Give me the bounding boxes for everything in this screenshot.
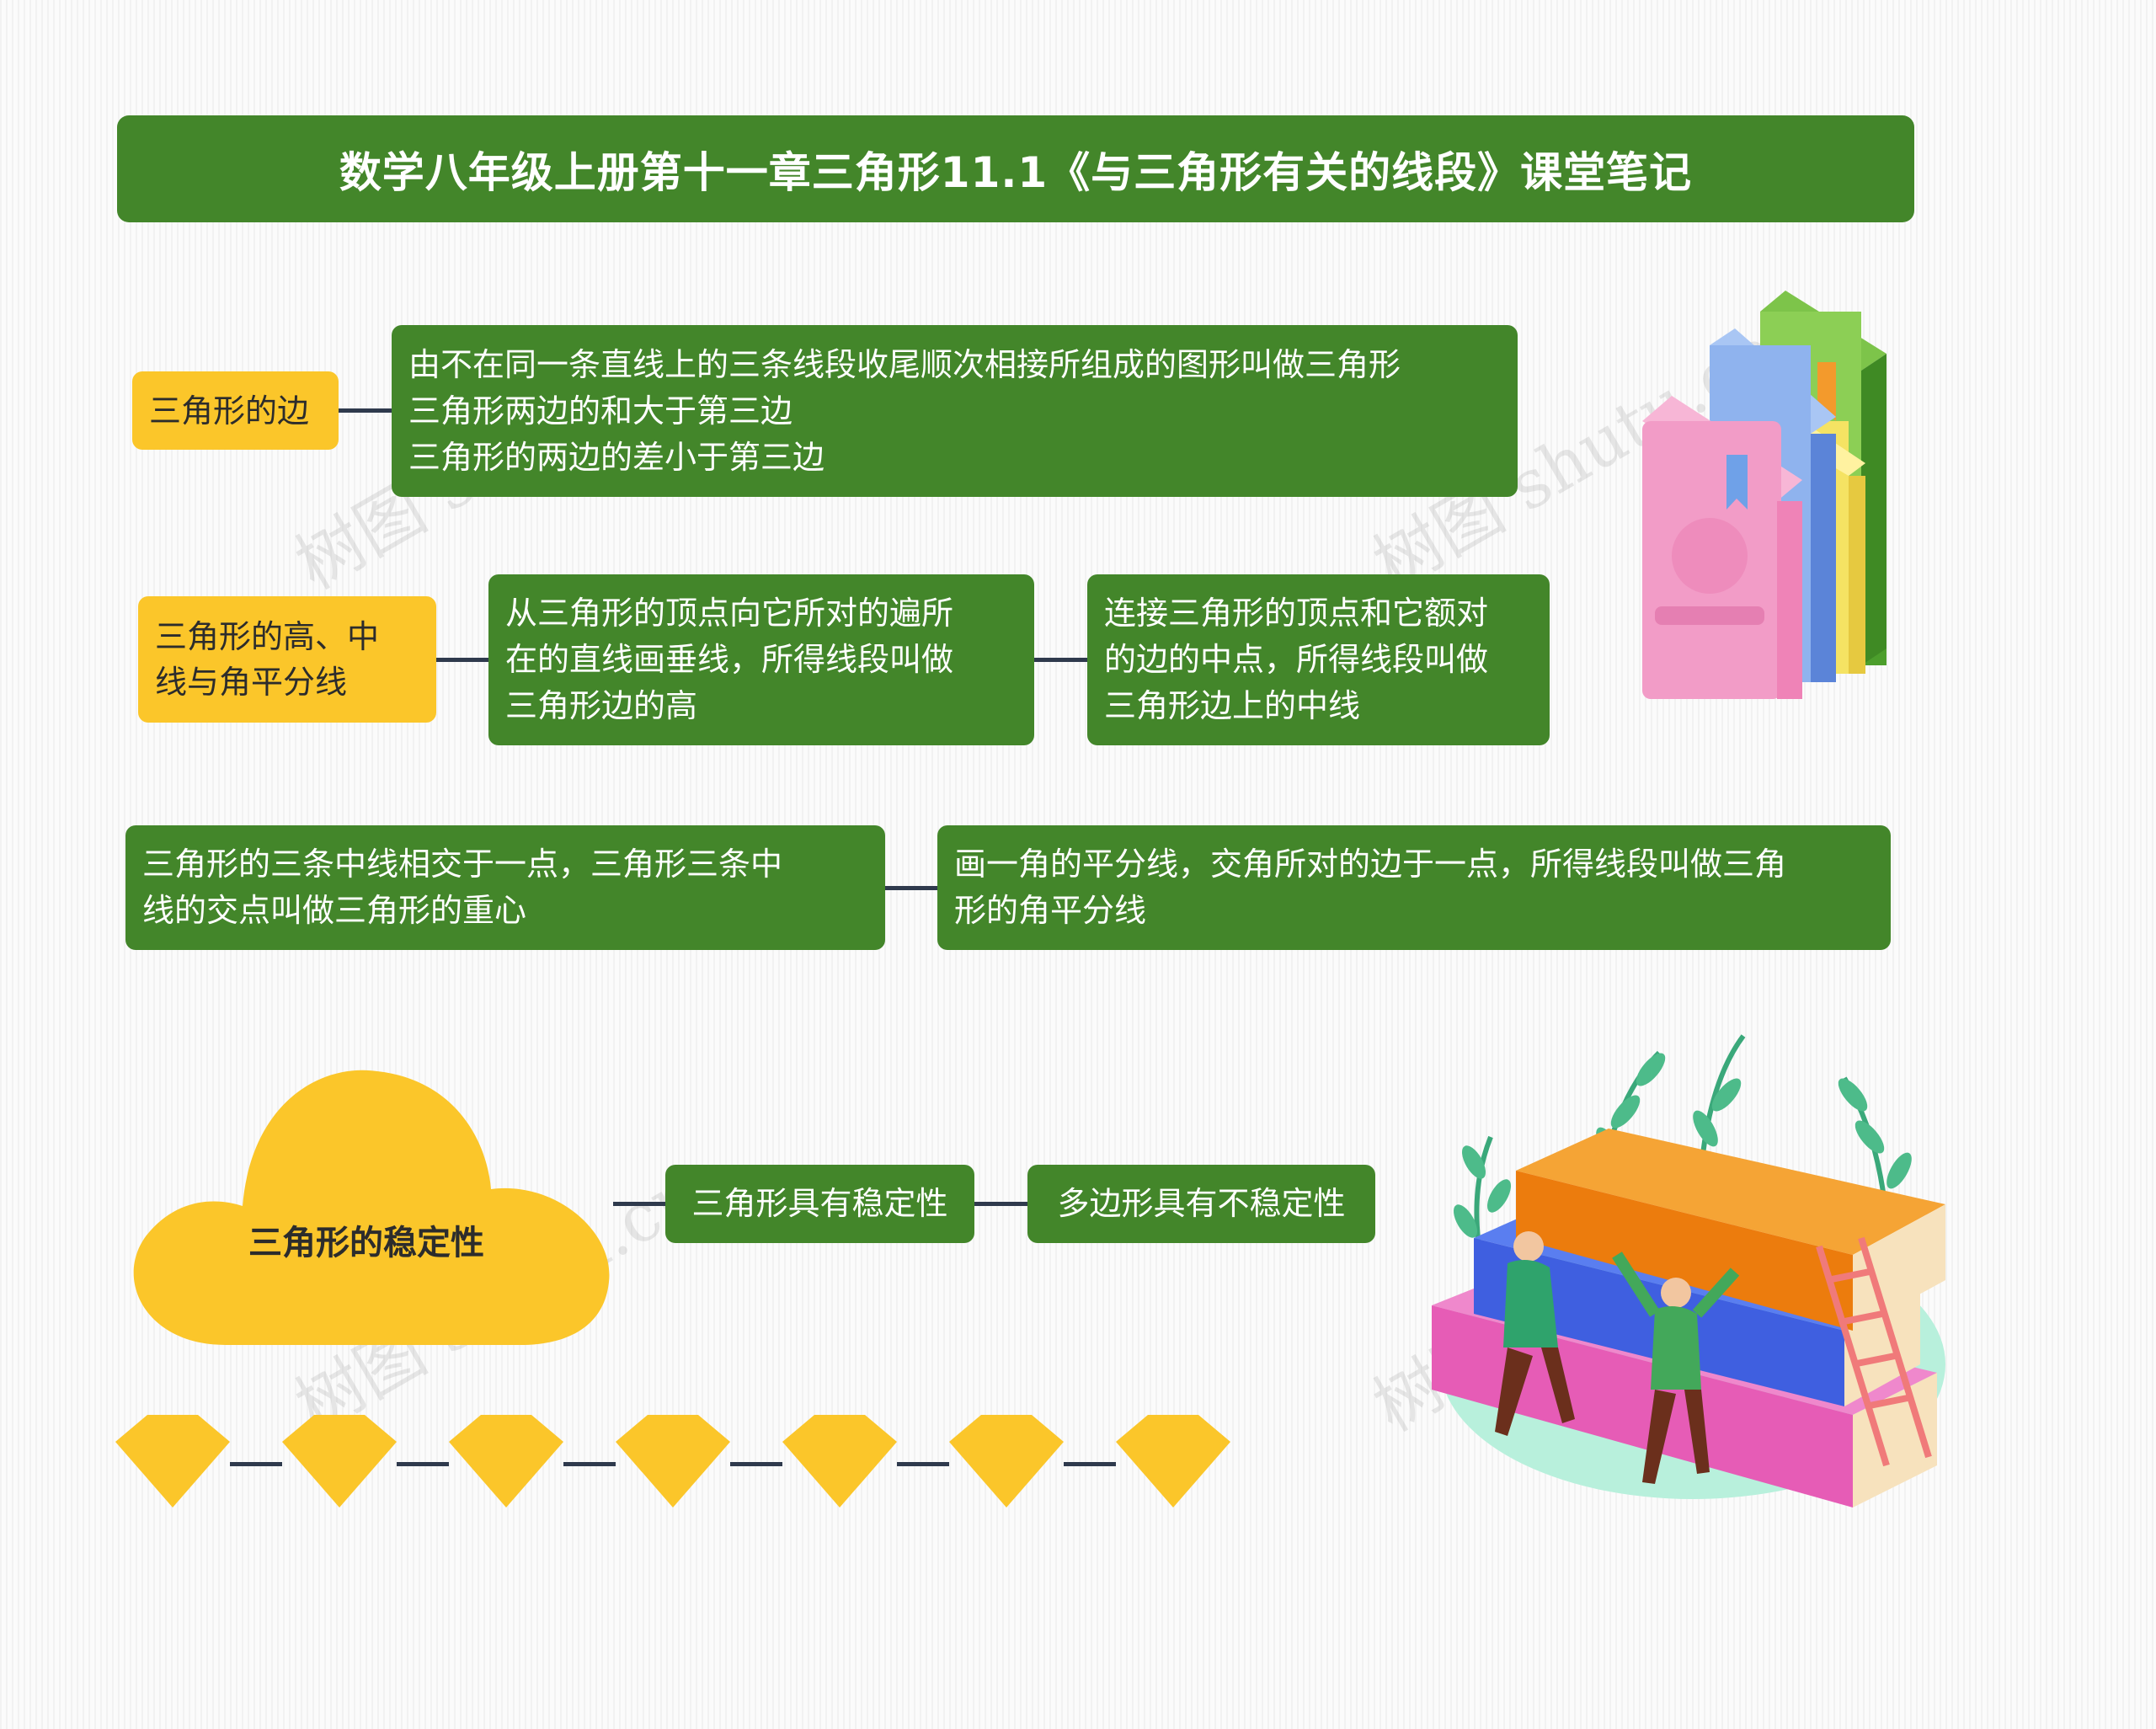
- diamond-icon: [949, 1415, 1064, 1508]
- topic-sides-label: 三角形的边: [149, 392, 310, 430]
- cloud-shape: [133, 1070, 610, 1345]
- topic-heights[interactable]: 三角形的高、中 线与角平分线: [138, 596, 436, 723]
- topic-heights-label: 三角形的高、中: [155, 618, 380, 655]
- centroid-line: 三角形的三条中线相交于一点，三角形三条中: [142, 846, 783, 883]
- connector: [339, 408, 392, 413]
- diamond-icon: [1116, 1415, 1230, 1508]
- diamond-icon: [282, 1415, 397, 1508]
- altitude-line: 三角形边的高: [505, 687, 698, 724]
- diamond-icon: [616, 1415, 730, 1508]
- median-box[interactable]: 连接三角形的顶点和它额对 的边的中点，所得线段叫做 三角形边上的中线: [1087, 574, 1550, 745]
- polygon-unstable-text: 多边形具有不稳定性: [1057, 1185, 1346, 1222]
- triangle-stable-box[interactable]: 三角形具有稳定性: [665, 1165, 974, 1243]
- connector: [436, 658, 488, 662]
- sides-line: 三角形的两边的差小于第三边: [408, 438, 825, 476]
- altitude-box[interactable]: 从三角形的顶点向它所对的遍所 在的直线画垂线，所得线段叫做 三角形边的高: [488, 574, 1034, 745]
- diamond-chain: [115, 1415, 1230, 1508]
- polygon-unstable-box[interactable]: 多边形具有不稳定性: [1027, 1165, 1375, 1243]
- bisector-box[interactable]: 画一角的平分线，交角所对的边于一点，所得线段叫做三角 形的角平分线: [937, 825, 1891, 950]
- people-on-books-icon: [1432, 1034, 1945, 1508]
- topic-heights-label: 线与角平分线: [155, 664, 348, 701]
- connector: [974, 1202, 1027, 1206]
- median-line: 连接三角形的顶点和它额对: [1104, 595, 1489, 632]
- connector: [1034, 658, 1087, 662]
- bisector-line: 形的角平分线: [954, 892, 1147, 929]
- median-line: 的边的中点，所得线段叫做: [1104, 641, 1489, 678]
- sides-line: 由不在同一条直线上的三条线段收尾顺次相接所组成的图形叫做三角形: [408, 345, 1401, 383]
- diamond-icon: [115, 1415, 230, 1508]
- page-title: 数学八年级上册第十一章三角形11.1《与三角形有关的线段》课堂笔记: [117, 115, 1914, 222]
- sides-definition-box[interactable]: 由不在同一条直线上的三条线段收尾顺次相接所组成的图形叫做三角形 三角形两边的和大…: [392, 325, 1518, 497]
- altitude-line: 在的直线画垂线，所得线段叫做: [505, 641, 954, 678]
- diamond-icon: [449, 1415, 563, 1508]
- connector: [885, 886, 937, 890]
- centroid-box[interactable]: 三角形的三条中线相交于一点，三角形三条中 线的交点叫做三角形的重心: [125, 825, 885, 950]
- centroid-line: 线的交点叫做三角形的重心: [142, 892, 527, 929]
- topic-sides[interactable]: 三角形的边: [132, 371, 339, 450]
- median-line: 三角形边上的中线: [1104, 687, 1361, 724]
- books-stack-icon: [1642, 291, 1886, 699]
- topic-stability-label[interactable]: 三角形的稳定性: [248, 1224, 484, 1262]
- sides-line: 三角形两边的和大于第三边: [408, 392, 793, 430]
- altitude-line: 从三角形的顶点向它所对的遍所: [505, 595, 954, 632]
- connector: [613, 1202, 665, 1206]
- diamond-icon: [782, 1415, 897, 1508]
- bisector-line: 画一角的平分线，交角所对的边于一点，所得线段叫做三角: [954, 846, 1787, 883]
- triangle-stable-text: 三角形具有稳定性: [691, 1185, 948, 1222]
